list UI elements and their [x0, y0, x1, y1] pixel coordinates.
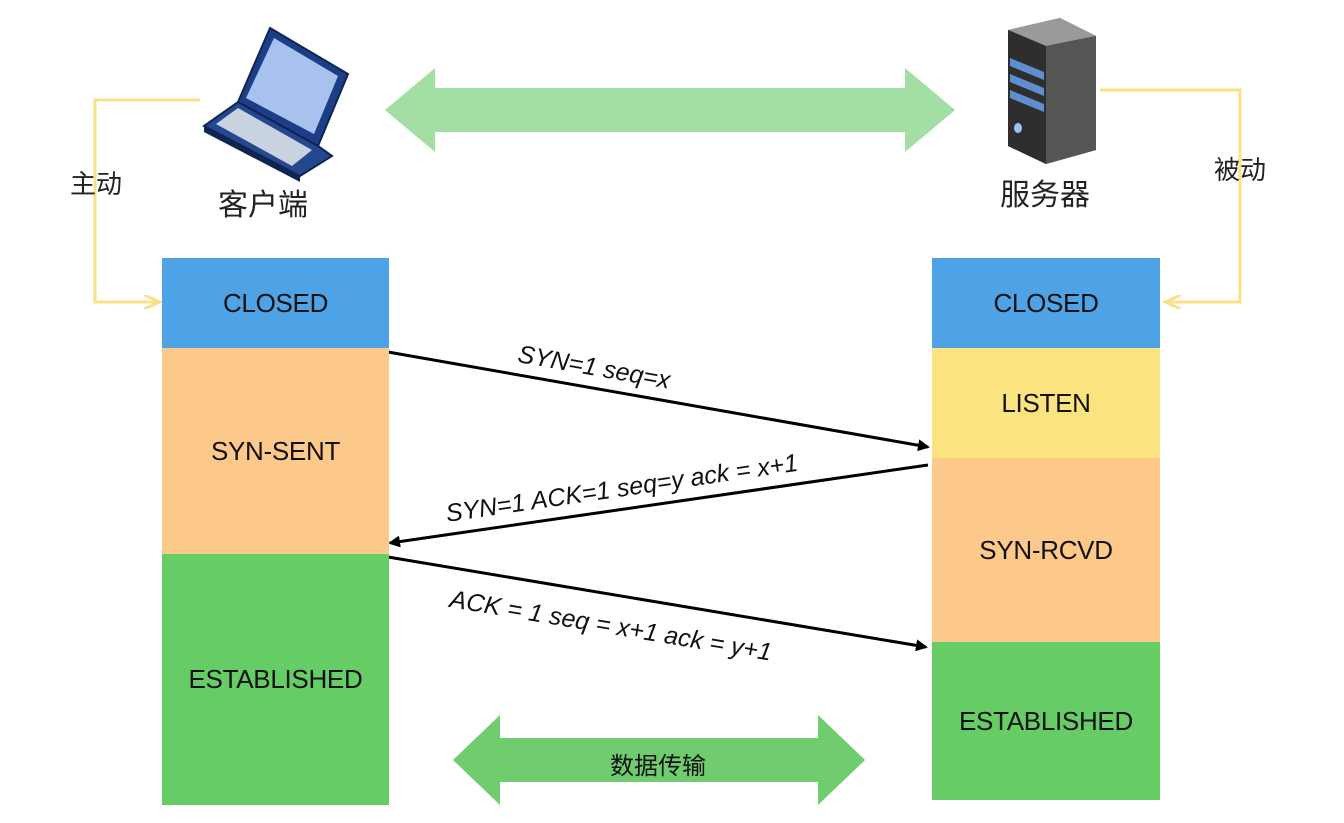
server-passive-bracket [1100, 88, 1242, 302]
client-state-established: ESTABLISHED [162, 554, 389, 805]
laptop-icon [202, 26, 350, 182]
client-state-closed: CLOSED [162, 258, 389, 348]
data-transfer-label: 数据传输 [610, 753, 706, 780]
client-state-syn-sent: SYN-SENT [162, 348, 389, 554]
client-label: 客户端 [218, 189, 308, 222]
connection-double-arrow [385, 68, 955, 152]
server-tower-icon [1008, 18, 1096, 164]
server-initiator-label: 被动 [1214, 155, 1267, 185]
server-label: 服务器 [1000, 179, 1090, 212]
server-state-closed: CLOSED [932, 258, 1160, 348]
data-transfer-arrow [453, 715, 865, 805]
syn-arrow [387, 350, 930, 452]
server-state-established: ESTABLISHED [932, 642, 1160, 800]
ack-arrow [387, 555, 928, 652]
client-initiator-label: 主动 [70, 169, 123, 199]
server-state-listen: LISTEN [932, 348, 1160, 458]
syn-ack-arrow [388, 463, 929, 548]
client-active-bracket [93, 98, 200, 302]
server-state-syn-rcvd: SYN-RCVD [932, 458, 1160, 642]
